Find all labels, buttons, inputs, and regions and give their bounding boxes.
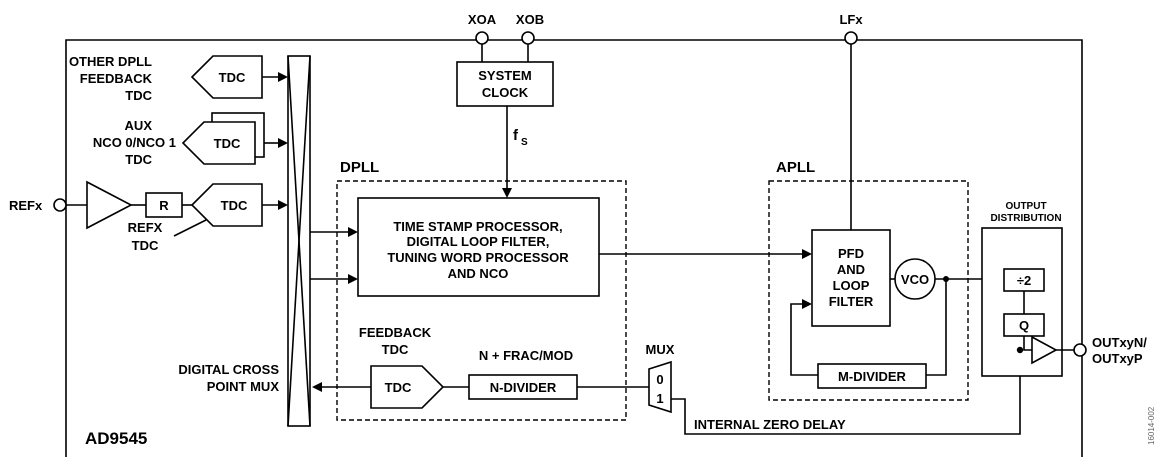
other-dpll-label-1: OTHER DPLL <box>69 54 152 69</box>
apll-title: APLL <box>776 159 815 176</box>
dpll-proc-line1: TIME STAMP PROCESSOR, <box>393 219 562 234</box>
xob-pin <box>521 31 535 45</box>
other-dpll-arrowhead <box>278 72 288 82</box>
pfd-line3: LOOP <box>833 278 870 293</box>
xob-label: XOB <box>516 12 544 27</box>
system-clock-line2: CLOCK <box>482 85 529 100</box>
tdc-to-crosspoint-arrowhead <box>312 382 322 392</box>
dpll-boundary <box>336 180 627 421</box>
aux-label-3: TDC <box>125 152 152 167</box>
mdiv-to-pfd <box>790 303 818 376</box>
aux-arrowhead <box>278 138 288 148</box>
aux-label-2: NCO 0/NCO 1 <box>93 135 176 150</box>
system-clock-line1: SYSTEM <box>478 68 531 83</box>
mux-in0: 0 <box>656 372 663 387</box>
refx-tdc-label: TDC <box>221 198 248 213</box>
refx-buffer <box>86 180 133 230</box>
aux-tdc-label: TDC <box>214 136 241 151</box>
other-dpll-tdc-label: TDC <box>219 70 246 85</box>
refx-tdc-label-2: TDC <box>132 238 159 253</box>
aux-label-1: AUX <box>125 118 153 133</box>
fs-label: f <box>513 127 519 144</box>
pfd-loop-filter <box>811 229 891 327</box>
nfrac-label: N + FRAC/MOD <box>479 348 573 363</box>
chip-outline <box>65 39 1083 457</box>
apll-boundary <box>768 180 969 401</box>
q-to-buffer <box>1023 336 1032 351</box>
other-dpll-label-2: FEEDBACK <box>80 71 153 86</box>
output-pin <box>1073 343 1087 357</box>
figure-code: 16014-002 <box>1147 406 1156 445</box>
refx-tdc-pointer <box>173 219 207 237</box>
xoa-label: XOA <box>468 12 497 27</box>
mux-shape <box>648 360 672 414</box>
mux-in1: 1 <box>656 391 663 406</box>
dpll-proc-line4: AND NCO <box>448 266 509 281</box>
refx-pin <box>53 198 67 212</box>
div2-label: ÷2 <box>1017 273 1031 288</box>
r-label: R <box>159 198 169 213</box>
refx-arrowhead <box>278 200 288 210</box>
internal-zero-delay-label: INTERNAL ZERO DELAY <box>694 417 846 432</box>
xoa-pin <box>475 31 489 45</box>
pfd-line2: AND <box>837 262 865 277</box>
part-number: AD9545 <box>85 429 147 448</box>
vco-label: VCO <box>901 272 929 287</box>
lfx-pin <box>844 31 858 45</box>
other-dpll-label-3: TDC <box>125 88 152 103</box>
refx-label: REFx <box>9 198 43 213</box>
mdiv-to-pfd-arrowhead <box>802 299 812 309</box>
n-divider-label: N-DIVIDER <box>490 380 557 395</box>
out-n-label: OUTxyN/ <box>1092 335 1147 350</box>
fs-subscript: S <box>521 137 528 148</box>
m-divider <box>817 363 927 389</box>
pfd-line4: FILTER <box>829 294 874 309</box>
fs-arrowhead <box>502 188 512 198</box>
dpll-proc-line3: TUNING WORD PROCESSOR <box>387 250 569 265</box>
mux-title: MUX <box>646 342 675 357</box>
q-label: Q <box>1019 318 1029 333</box>
mux-to-proc-2-arrowhead <box>348 274 358 284</box>
dpll-title: DPLL <box>340 159 379 176</box>
vco-to-mdiv <box>926 279 947 376</box>
lfx-label: LFx <box>839 12 863 27</box>
crosspoint-x2 <box>287 55 311 427</box>
output-buffer <box>1031 335 1058 365</box>
output-title-2: DISTRIBUTION <box>990 213 1061 224</box>
output-title-1: OUTPUT <box>1005 201 1046 212</box>
refx-tdc-label-1: REFX <box>128 220 163 235</box>
pfd-line1: PFD <box>838 246 864 261</box>
feedback-tdc <box>370 365 445 409</box>
r-block <box>145 192 183 218</box>
output-junction <box>1016 346 1024 354</box>
system-clock-block <box>456 61 554 107</box>
crosspoint-label-1: DIGITAL CROSS <box>178 362 279 377</box>
dpll-processor <box>357 197 600 297</box>
n-divider <box>468 374 578 400</box>
feedback-tdc-label-1: FEEDBACK <box>359 325 432 340</box>
aux-tdc <box>181 121 256 165</box>
m-divider-label: M-DIVIDER <box>838 369 907 384</box>
dpll-proc-line2: DIGITAL LOOP FILTER, <box>407 234 550 249</box>
proc-to-pfd-arrowhead <box>802 249 812 259</box>
crosspoint-label-2: POINT MUX <box>207 379 280 394</box>
feedback-tdc-label-2: TDC <box>382 342 409 357</box>
feedback-tdc-text: TDC <box>385 380 412 395</box>
mux-to-proc-1-arrowhead <box>348 227 358 237</box>
out-p-label: OUTxyP <box>1092 351 1143 366</box>
zero-delay-wire <box>671 350 1021 435</box>
